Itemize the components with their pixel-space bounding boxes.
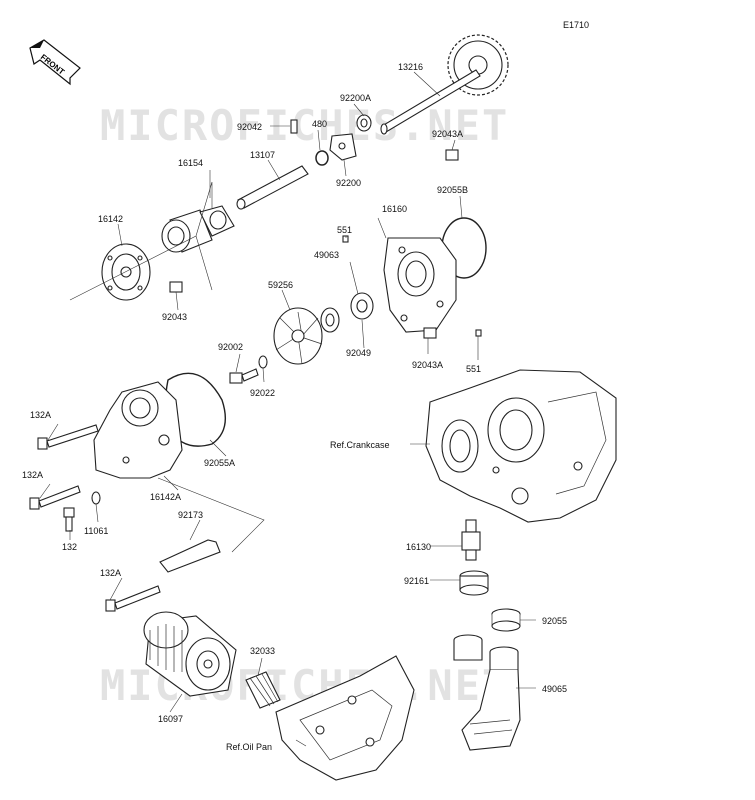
label-480: 480 [312,119,327,129]
pin-551-top [342,235,349,243]
housing-16142A [93,381,183,479]
label-132A-2: 132A [22,470,43,480]
label-92161: 92161 [404,576,429,586]
label-16142: 16142 [98,214,123,224]
oil-pan-ref [275,655,415,781]
circlip-480 [315,150,329,166]
collar-92161 [459,570,489,596]
label-92049: 92049 [346,348,371,358]
washer-11061 [91,491,101,505]
label-132A-3: 132A [100,568,121,578]
label-132A-1: 132A [30,410,51,420]
cover-16142 [101,243,151,301]
label-13107: 13107 [250,150,275,160]
label-92043: 92043 [162,312,187,322]
pipe-32033 [245,671,281,709]
shaft-13107 [237,165,309,209]
label-92022: 92022 [250,388,275,398]
label-49065: 49065 [542,684,567,694]
pin-551-bottom [475,329,482,337]
bolt-92002 [229,368,259,384]
bolt-132 [63,507,75,532]
rotor-16154 [161,205,235,253]
label-551-bottom: 551 [466,364,481,374]
label-92002: 92002 [218,342,243,352]
label-92200A: 92200A [340,93,371,103]
label-16097: 16097 [158,714,183,724]
bolt-132A-3 [105,585,161,612]
pin-92043A-top [445,149,459,161]
bolt-132A-2 [29,485,81,510]
oring-92055 [491,608,521,632]
watermark-top: MICROFICHES.NET [100,101,509,150]
label-132: 132 [62,542,77,552]
pump-body-16160 [383,237,457,333]
label-92043A-bottom: 92043A [412,360,443,370]
fitting-16130 [461,519,481,561]
label-92055: 92055 [542,616,567,626]
gear-shaft-13216 [380,34,509,135]
label-92055A: 92055A [204,458,235,468]
label-16142A: 16142A [150,492,181,502]
label-92042: 92042 [237,122,262,132]
label-32033: 32033 [250,646,275,656]
label-92173: 92173 [178,510,203,520]
bolt-132A-1 [37,424,99,450]
pin-92042 [290,119,298,134]
label-49063: 49063 [314,250,339,260]
oil-filter-16097 [143,611,237,697]
pin-92043A-bottom [423,327,437,339]
label-16160: 16160 [382,204,407,214]
label-92200: 92200 [336,178,361,188]
label-13216: 13216 [398,62,423,72]
crankcase-ref [425,369,617,523]
strainer-49065 [453,634,521,751]
washer-92022 [258,355,268,369]
bracket-92173 [159,539,221,573]
label-16154: 16154 [178,158,203,168]
label-11061: 11061 [84,526,108,536]
label-ref-oilpan: Ref.Oil Pan [226,742,272,752]
label-551-top: 551 [337,225,352,235]
label-59256: 59256 [268,280,293,290]
label-16130: 16130 [406,542,431,552]
label-ref-crankcase: Ref.Crankcase [330,440,390,450]
label-92043A-top: 92043A [432,129,463,139]
pin-92043 [169,281,183,293]
label-92055B: 92055B [437,185,468,195]
front-arrow-icon: FRONT [29,39,81,86]
impeller-59256 [273,307,323,365]
diagram-code: E1710 [563,20,589,30]
